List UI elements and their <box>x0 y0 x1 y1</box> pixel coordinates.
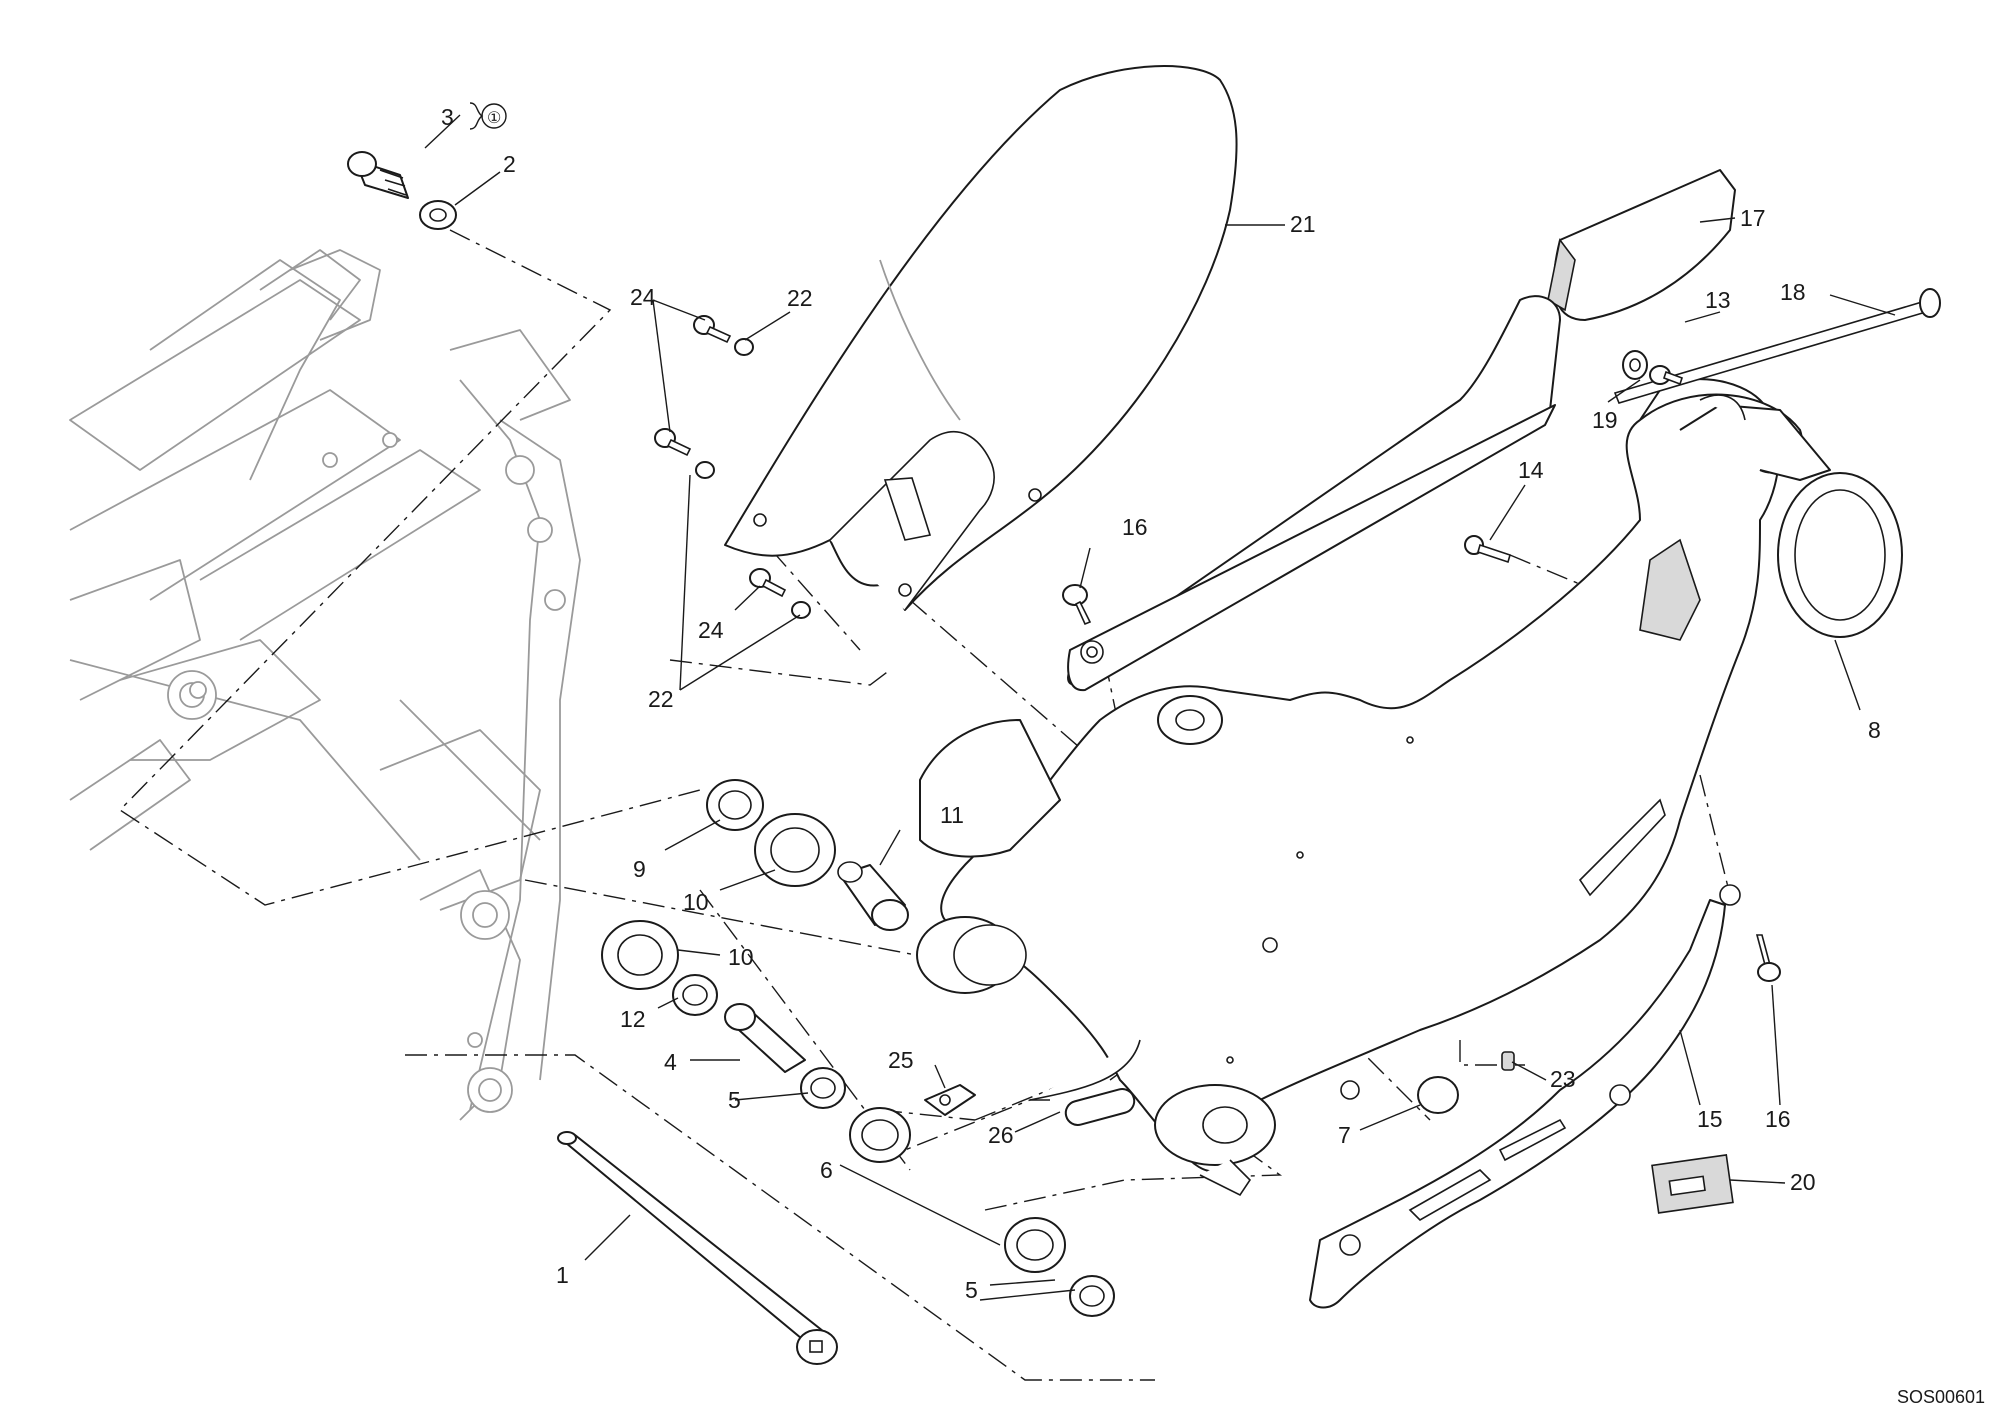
leader-lines <box>424 102 1896 1301</box>
cap-7 <box>1417 1076 1459 1114</box>
callout-22-lower: 22 <box>648 686 674 712</box>
callout-24-lower: 24 <box>698 617 724 643</box>
screw-16-lower <box>1755 934 1781 982</box>
lower-chain-guard <box>1309 884 1741 1309</box>
callout-21: 21 <box>1290 211 1316 237</box>
callout-7: 7 <box>1338 1122 1351 1148</box>
callout-16-upper: 16 <box>1122 514 1148 540</box>
pivot-axle <box>557 1131 838 1365</box>
callout-13: 13 <box>1705 287 1731 313</box>
ring-5-lower <box>1069 1275 1115 1317</box>
frame-outline <box>69 249 581 1121</box>
bolt-3 <box>347 151 409 199</box>
bearing-10-upper <box>754 813 836 887</box>
callout-4: 4 <box>664 1049 677 1075</box>
bolt-18 <box>1613 288 1941 404</box>
callout-26: 26 <box>988 1122 1014 1148</box>
callout-8: 8 <box>1868 717 1881 743</box>
swingarm <box>916 378 1903 1197</box>
screw-16-upper <box>1062 584 1092 626</box>
bearing-10-lower <box>601 920 679 990</box>
screw-13 <box>1649 365 1684 386</box>
bushing-6-upper <box>849 1107 911 1163</box>
washer-19 <box>1622 350 1648 380</box>
grommet-26 <box>1064 1088 1136 1126</box>
callout-14: 14 <box>1518 457 1544 483</box>
callout-22-upper: 22 <box>787 285 813 311</box>
callout-18: 18 <box>1780 279 1806 305</box>
callout-6: 6 <box>820 1157 833 1183</box>
chain-guard-upper <box>1067 169 1736 692</box>
bushing-9 <box>706 779 764 831</box>
callout-5-upper: 5 <box>728 1087 741 1113</box>
note-marker: ① <box>487 110 501 127</box>
callout-16-lower: 16 <box>1765 1106 1791 1132</box>
screws-24-washers-22 <box>654 315 811 619</box>
rear-fender <box>724 65 1238 611</box>
callout-10-upper: 10 <box>683 889 709 915</box>
spacer-4 <box>724 1003 806 1073</box>
callout-2: 2 <box>503 151 516 177</box>
callout-20: 20 <box>1790 1169 1816 1195</box>
callout-25: 25 <box>888 1047 914 1073</box>
screw-14 <box>1464 535 1511 564</box>
callout-11: 11 <box>940 802 964 828</box>
plug-25 <box>924 1084 976 1116</box>
callout-9: 9 <box>633 856 646 882</box>
callout-17: 17 <box>1740 205 1766 231</box>
screw-23 <box>1501 1051 1515 1071</box>
washer-2 <box>419 200 457 230</box>
callout-19: 19 <box>1592 407 1618 433</box>
callout-labels: 3 ① 2 24 22 24 22 21 17 18 13 19 14 16 8… <box>441 104 1881 1303</box>
callout-1: 1 <box>556 1262 569 1288</box>
callout-12: 12 <box>620 1006 646 1032</box>
callout-24-upper: 24 <box>630 284 656 310</box>
callout-10-lower: 10 <box>728 944 754 970</box>
spacer-11 <box>837 861 909 931</box>
callout-3: 3 <box>441 104 454 130</box>
ring-5-upper <box>800 1067 846 1109</box>
callout-5-lower: 5 <box>965 1277 978 1303</box>
label-20 <box>1651 1154 1734 1214</box>
seal-12 <box>672 974 718 1016</box>
callout-23: 23 <box>1550 1066 1576 1092</box>
bushing-6-lower <box>1004 1217 1066 1273</box>
drawing-code: SOS00601 <box>1897 1387 1985 1407</box>
callout-15: 15 <box>1697 1106 1723 1132</box>
